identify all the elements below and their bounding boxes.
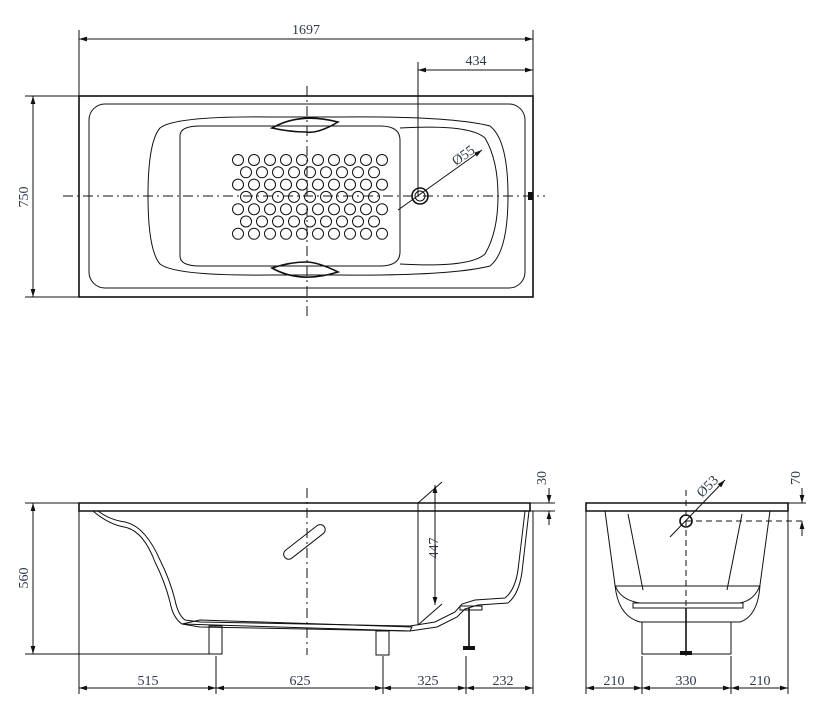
anti-slip-dot (344, 203, 356, 216)
anti-slip-dot (240, 166, 252, 179)
anti-slip-dot (272, 166, 284, 179)
dimension-drain-offset: 434 (466, 54, 487, 69)
anti-slip-dot (328, 154, 340, 166)
anti-slip-dot (304, 190, 316, 203)
anti-slip-dot (320, 166, 332, 179)
anti-slip-dot (264, 178, 276, 191)
anti-slip-dot (368, 215, 380, 228)
end-spacing-1: 210 (604, 674, 625, 689)
anti-slip-dot (304, 166, 316, 179)
anti-slip-dot (352, 190, 364, 203)
anti-slip-dot (264, 227, 276, 240)
anti-slip-dot (352, 215, 364, 228)
anti-slip-dot (248, 154, 260, 166)
anti-slip-dot (312, 154, 324, 166)
dimension-inner-depth: 447 (427, 538, 442, 559)
anti-slip-dot (232, 178, 244, 191)
anti-slip-dot (360, 227, 372, 240)
anti-slip-dot (296, 227, 308, 240)
anti-slip-dot (280, 227, 292, 240)
anti-slip-dot (296, 178, 308, 191)
dimension-length: 1697 (292, 23, 320, 38)
anti-slip-dot (232, 227, 244, 240)
anti-slip-dot (376, 203, 388, 216)
dimension-width: 750 (17, 187, 32, 208)
leg-1 (208, 625, 223, 655)
anti-slip-dot (256, 190, 268, 203)
dimension-drain-diameter: Ø55 (450, 143, 478, 169)
anti-slip-dot (320, 190, 332, 203)
anti-slip-dot (360, 178, 372, 191)
end-spacing-3: 210 (750, 674, 771, 689)
anti-slip-dot (328, 203, 340, 216)
anti-slip-dot (264, 154, 276, 166)
anti-slip-dot (232, 203, 244, 216)
leg-spacing-3: 325 (418, 674, 439, 689)
anti-slip-dot (352, 166, 364, 179)
anti-slip-dot (344, 227, 356, 240)
anti-slip-dot (304, 215, 316, 228)
side-view: 447 30 560 515 625 325 232 (17, 471, 555, 694)
anti-slip-dot (288, 190, 300, 203)
anti-slip-dot (328, 178, 340, 191)
anti-slip-dot (256, 215, 268, 228)
anti-slip-dot (336, 166, 348, 179)
anti-slip-dot (320, 215, 332, 228)
end-spacing-2: 330 (676, 674, 697, 689)
side-handle (283, 524, 326, 560)
anti-slip-dot (360, 203, 372, 216)
handle-top (269, 117, 341, 134)
anti-slip-dot (376, 227, 388, 240)
anti-slip-dot (344, 154, 356, 166)
leg-spacing-2: 625 (290, 674, 311, 689)
anti-slip-dot (248, 227, 260, 240)
anti-slip-dot (312, 203, 324, 216)
anti-slip-dot (240, 215, 252, 228)
handle-bottom (270, 261, 341, 278)
overflow-icon (679, 514, 693, 528)
anti-slip-dot (288, 215, 300, 228)
leg-spacing-4: 232 (493, 674, 514, 689)
anti-slip-dot (376, 178, 388, 191)
leg-2 (375, 630, 390, 656)
top-view: 1697 434 750 Ø55 (17, 23, 545, 318)
anti-slip-dot (288, 166, 300, 179)
dimension-height: 560 (17, 568, 32, 589)
anti-slip-dot (312, 178, 324, 191)
anti-slip-dot (264, 203, 276, 216)
anti-slip-dot (368, 190, 380, 203)
rim (78, 502, 531, 512)
end-view: Ø53 70 210 330 210 (585, 471, 806, 694)
leg-spacing-1: 515 (138, 674, 159, 689)
anti-slip-dot (280, 154, 292, 166)
anti-slip-dot (280, 203, 292, 216)
anti-slip-dot (296, 154, 308, 166)
anti-slip-dot (368, 166, 380, 179)
anti-slip-dot (360, 154, 372, 166)
anti-slip-dot (240, 190, 252, 203)
anti-slip-dot (312, 227, 324, 240)
anti-slip-dot (328, 227, 340, 240)
anti-slip-dot (344, 178, 356, 191)
anti-slip-dot (280, 178, 292, 191)
anti-slip-dot (256, 166, 268, 179)
drain-icon (411, 187, 429, 205)
anti-slip-dot (248, 203, 260, 216)
anti-slip-dot (232, 154, 244, 166)
anti-slip-dot (272, 215, 284, 228)
anti-slip-dot (272, 190, 284, 203)
basin-outline (147, 116, 509, 276)
dimension-overflow-diameter: Ø53 (694, 473, 722, 501)
anti-slip-dot (248, 178, 260, 191)
anti-slip-dot (336, 190, 348, 203)
dimension-overflow-offset: 70 (789, 471, 804, 485)
anti-slip-dot (336, 215, 348, 228)
anti-slip-dot (296, 203, 308, 216)
anti-slip-pattern (232, 154, 388, 240)
dimension-rim: 30 (535, 471, 550, 485)
anti-slip-dot (376, 154, 388, 166)
